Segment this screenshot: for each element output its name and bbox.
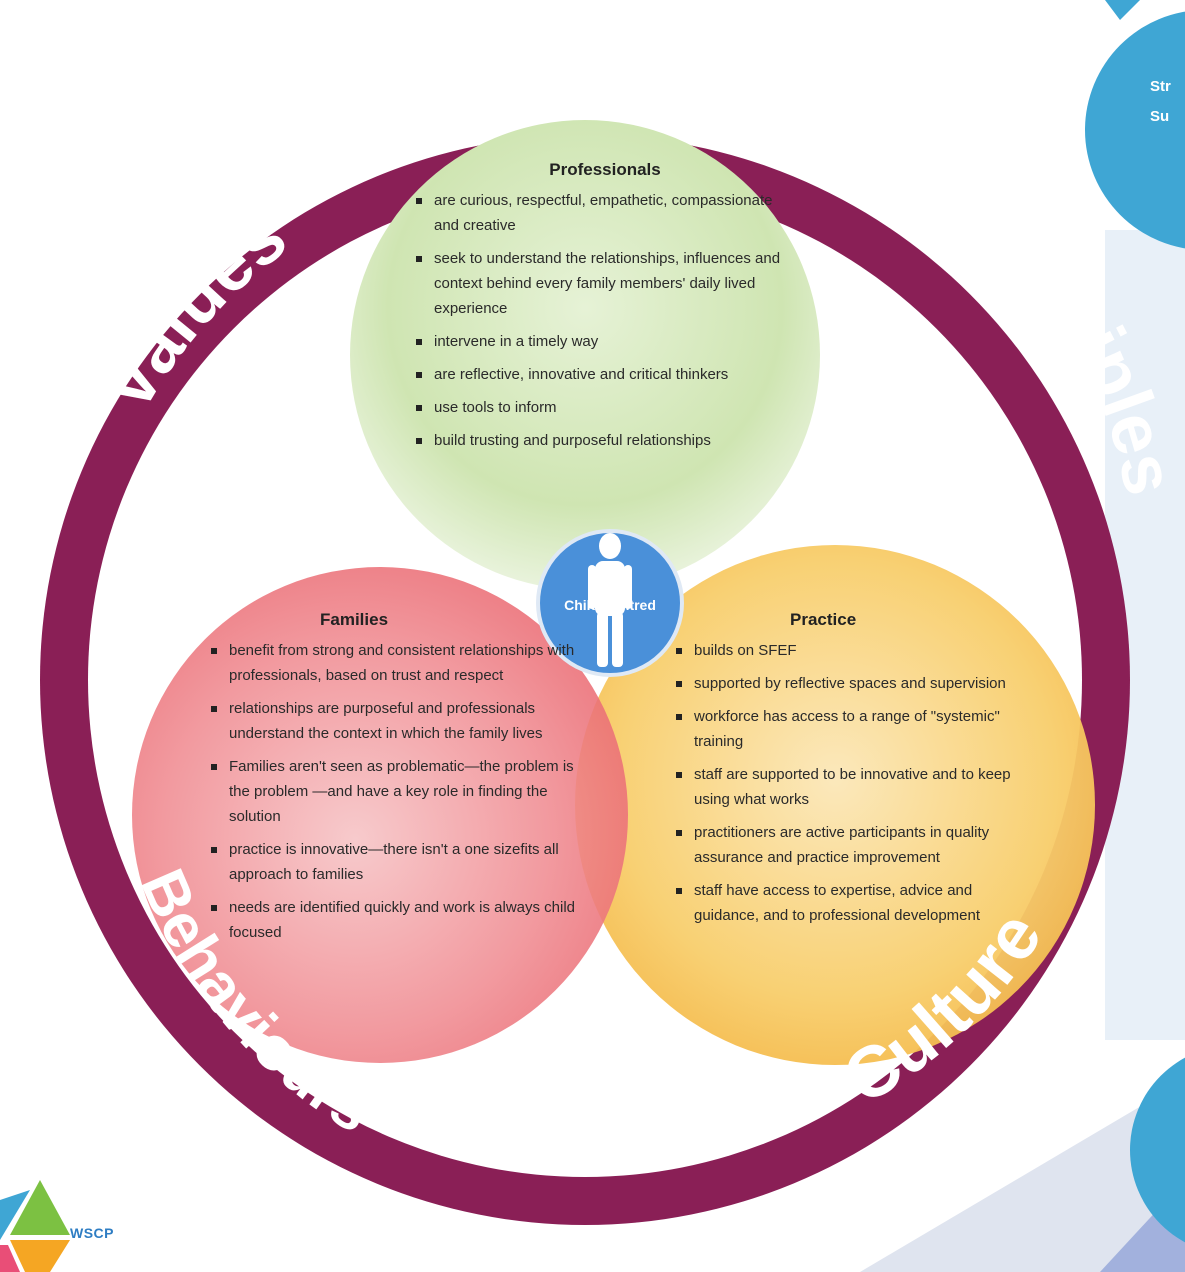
center-label: Child Centred bbox=[564, 597, 656, 613]
list-item: relationships are purposeful and profess… bbox=[211, 696, 595, 746]
list-item: are reflective, innovative and critical … bbox=[416, 362, 800, 387]
list-item: seek to understand the relationships, in… bbox=[416, 246, 800, 321]
list-item: needs are identified quickly and work is… bbox=[211, 895, 595, 945]
families-circle bbox=[132, 567, 628, 1063]
list-item: Families aren't seen as problematic—the … bbox=[211, 754, 595, 829]
list-item: benefit from strong and consistent relat… bbox=[211, 638, 595, 688]
practice-list: builds on SFEF supported by reflective s… bbox=[670, 638, 1030, 928]
professionals-title: Professionals bbox=[549, 160, 661, 179]
corner-decor bbox=[1105, 0, 1140, 20]
professionals-circle bbox=[350, 120, 820, 590]
logo-text: WSCP bbox=[70, 1225, 114, 1241]
list-item: supported by reflective spaces and super… bbox=[676, 671, 1030, 696]
professionals-section: Professionals are curious, respectful, e… bbox=[410, 160, 800, 461]
families-section: Families benefit from strong and consist… bbox=[205, 610, 595, 953]
side-circle-top bbox=[1085, 11, 1185, 249]
professionals-list: are curious, respectful, empathetic, com… bbox=[410, 188, 800, 453]
side-circle-bottom bbox=[1130, 1057, 1185, 1243]
side-partial-line: Str bbox=[1150, 78, 1171, 95]
practice-circle bbox=[575, 545, 1095, 1065]
families-title: Families bbox=[320, 610, 389, 629]
list-item: practice is innovative—there isn't a one… bbox=[211, 837, 595, 887]
child-figure-icon bbox=[588, 533, 632, 667]
list-item: intervene in a timely way bbox=[416, 329, 800, 354]
families-list: benefit from strong and consistent relat… bbox=[205, 638, 595, 945]
list-item: builds on SFEF bbox=[676, 638, 1030, 663]
list-item: staff have access to expertise, advice a… bbox=[676, 878, 1030, 928]
practice-title: Practice bbox=[790, 610, 857, 629]
side-partial-text: Str Su bbox=[1150, 72, 1171, 132]
practice-section: Practice builds on SFEF supported by ref… bbox=[670, 610, 1030, 936]
list-item: build trusting and purposeful relationsh… bbox=[416, 428, 800, 453]
list-item: are curious, respectful, empathetic, com… bbox=[416, 188, 800, 238]
wscp-logo-icon bbox=[0, 1180, 70, 1272]
list-item: use tools to inform bbox=[416, 395, 800, 420]
list-item: staff are supported to be innovative and… bbox=[676, 762, 1030, 812]
list-item: practitioners are active participants in… bbox=[676, 820, 1030, 870]
side-triangle-decor bbox=[860, 1080, 1185, 1272]
list-item: workforce has access to a range of "syst… bbox=[676, 704, 1030, 754]
child-centred-badge: Child Centred bbox=[536, 529, 684, 677]
side-partial-line: Su bbox=[1150, 108, 1170, 125]
